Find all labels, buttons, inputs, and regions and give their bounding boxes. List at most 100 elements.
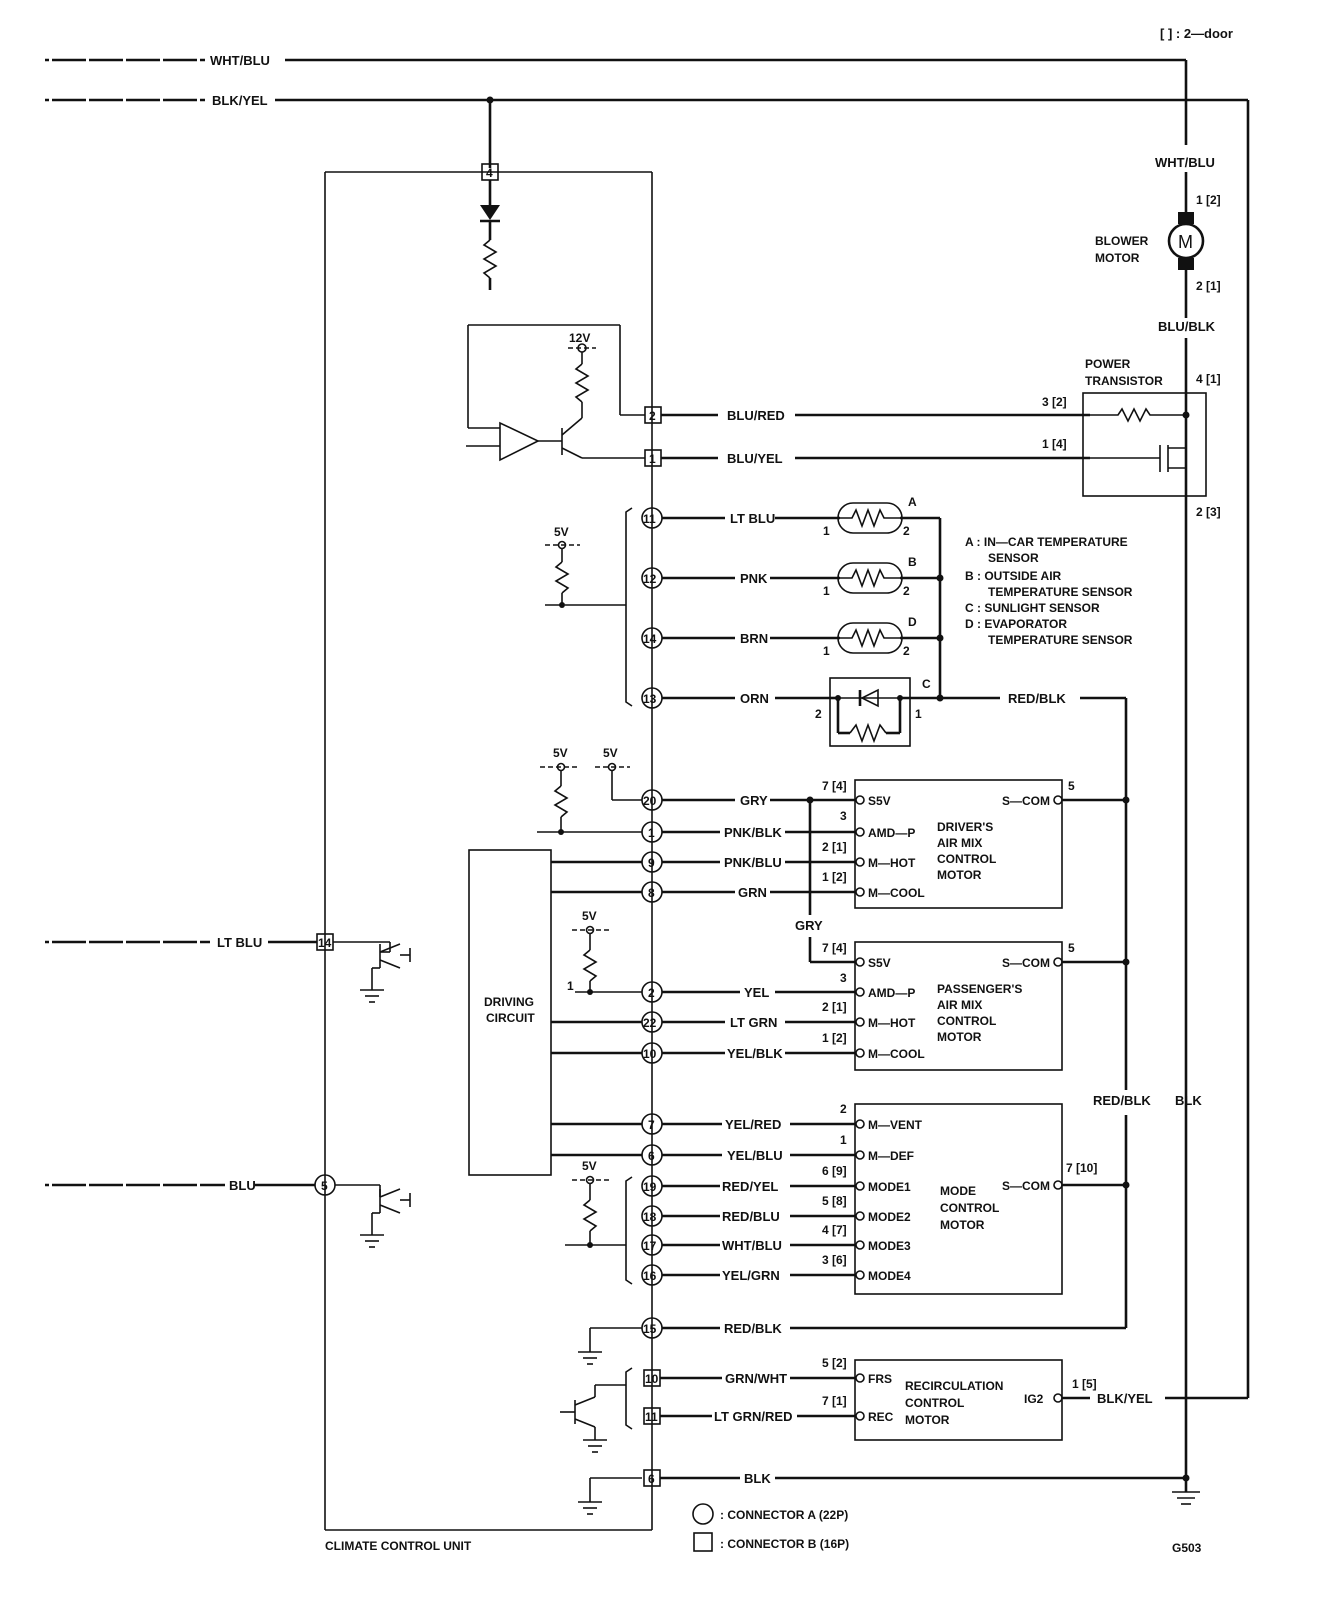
- svg-text:GRN: GRN: [738, 885, 767, 900]
- ground-g503-label: G503: [1172, 1541, 1202, 1555]
- svg-text:14: 14: [643, 632, 657, 646]
- svg-text:C : SUNLIGHT SENSOR: C : SUNLIGHT SENSOR: [965, 601, 1100, 615]
- svg-text:2 [1]: 2 [1]: [822, 1000, 847, 1014]
- svg-text:5V: 5V: [603, 746, 618, 760]
- svg-text:MODE3: MODE3: [868, 1239, 911, 1253]
- svg-text:8: 8: [648, 886, 655, 900]
- svg-text:3: 3: [840, 971, 847, 985]
- svg-text:S—COM: S—COM: [1002, 956, 1050, 970]
- climate-control-unit: CLIMATE CONTROL UNIT: [324, 171, 653, 1553]
- svg-text:7 [1]: 7 [1]: [822, 1394, 847, 1408]
- svg-text:D : EVAPORATOR: D : EVAPORATOR: [965, 617, 1067, 631]
- svg-text:1: 1: [840, 1133, 847, 1147]
- svg-text:YEL: YEL: [744, 985, 769, 1000]
- svg-text:GRY: GRY: [740, 793, 768, 808]
- svg-text:2: 2: [649, 409, 656, 423]
- svg-text:FRS: FRS: [868, 1372, 892, 1386]
- svg-text:YEL/RED: YEL/RED: [725, 1117, 781, 1132]
- svg-text:BRN: BRN: [740, 631, 768, 646]
- svg-text:M—DEF: M—DEF: [868, 1149, 914, 1163]
- climate-control-unit-label: CLIMATE CONTROL UNIT: [325, 1539, 472, 1553]
- sensor-c-sunlight: [829, 677, 911, 747]
- svg-text:C: C: [922, 677, 931, 691]
- svg-text:1 [2]: 1 [2]: [1196, 193, 1221, 207]
- svg-text:M—VENT: M—VENT: [868, 1118, 923, 1132]
- svg-text:LT GRN: LT GRN: [730, 1015, 777, 1030]
- svg-text:MODE2: MODE2: [868, 1210, 911, 1224]
- svg-text:PNK/BLK: PNK/BLK: [724, 825, 782, 840]
- svg-text:10: 10: [645, 1372, 659, 1386]
- svg-text:18: 18: [643, 1210, 657, 1224]
- svg-text:MODE1: MODE1: [868, 1180, 911, 1194]
- svg-text:10: 10: [643, 1047, 657, 1061]
- svg-text:M—HOT: M—HOT: [868, 856, 916, 870]
- svg-text:5 [8]: 5 [8]: [822, 1194, 847, 1208]
- wire-label-blu-yel: BLU/YEL: [727, 451, 783, 466]
- svg-text:19: 19: [643, 1180, 657, 1194]
- svg-text:6: 6: [648, 1472, 655, 1486]
- svg-text:ORN: ORN: [740, 691, 769, 706]
- svg-text:1 [5]: 1 [5]: [1072, 1377, 1097, 1391]
- svg-text:MOTOR: MOTOR: [940, 1218, 985, 1232]
- connector-a-icon: [692, 1503, 714, 1525]
- svg-text:B : OUTSIDE AIR: B : OUTSIDE AIR: [965, 569, 1062, 583]
- svg-text:12: 12: [643, 572, 657, 586]
- svg-text:5: 5: [1068, 779, 1075, 793]
- connector-b-icon: [693, 1532, 713, 1552]
- svg-text:11: 11: [645, 1410, 658, 1424]
- svg-text:LT GRN/RED: LT GRN/RED: [714, 1409, 792, 1424]
- svg-text:RED/BLK: RED/BLK: [724, 1321, 782, 1336]
- svg-text:1: 1: [915, 707, 922, 721]
- svg-text:5: 5: [1068, 941, 1075, 955]
- svg-text:YEL/BLK: YEL/BLK: [727, 1046, 783, 1061]
- svg-text:D: D: [908, 615, 917, 629]
- svg-text:5: 5: [321, 1179, 328, 1193]
- svg-text:DRIVER'S: DRIVER'S: [937, 820, 993, 834]
- svg-text:TEMPERATURE SENSOR: TEMPERATURE SENSOR: [988, 585, 1133, 599]
- svg-text:RED/BLK: RED/BLK: [1008, 691, 1066, 706]
- power-transistor-label-1: POWER: [1085, 357, 1131, 371]
- main-ground: 6 BLK G503: [578, 1469, 1202, 1555]
- wire-label-blk-yel-top: BLK/YEL: [212, 93, 268, 108]
- svg-text:1: 1: [823, 644, 830, 658]
- svg-text:2: 2: [903, 644, 910, 658]
- svg-text:CONTROL: CONTROL: [940, 1201, 999, 1215]
- svg-text:5V: 5V: [582, 909, 597, 923]
- blower-motor-symbol: M: [1178, 232, 1193, 252]
- svg-text:1: 1: [823, 584, 830, 598]
- svg-text:REC: REC: [868, 1410, 894, 1424]
- svg-text:BLK: BLK: [1175, 1093, 1202, 1108]
- svg-text:4 [1]: 4 [1]: [1196, 372, 1221, 386]
- svg-text:20: 20: [643, 794, 657, 808]
- svg-text:: CONNECTOR B (16P): : CONNECTOR B (16P): [720, 1537, 849, 1551]
- left-input-circuits: LT BLU 14 BLU 5: [45, 933, 411, 1248]
- svg-text:AIR MIX: AIR MIX: [937, 836, 982, 850]
- svg-text:6: 6: [648, 1149, 655, 1163]
- svg-text:1: 1: [823, 524, 830, 538]
- svg-text:AMD—P: AMD—P: [868, 826, 915, 840]
- blower-motor-label-2: MOTOR: [1095, 251, 1140, 265]
- svg-text:2: 2: [815, 707, 822, 721]
- svg-text:2: 2: [840, 1102, 847, 1116]
- blower-circuit: 12V 2 1 BLU/RED BLU/YEL POWER TRANSISTOR…: [466, 155, 1221, 1478]
- svg-text:RECIRCULATION: RECIRCULATION: [905, 1379, 1003, 1393]
- wire-label-wht-blu-blower: WHT/BLU: [1155, 155, 1215, 170]
- svg-text:BLU: BLU: [229, 1178, 256, 1193]
- svg-text:2 [1]: 2 [1]: [1196, 279, 1221, 293]
- svg-text:A: A: [908, 495, 917, 509]
- drivers-air-mix-motor: 5V 5V 20 1 9 8 GRY PNK/BLK PNK/BLU GRN G…: [537, 746, 1130, 964]
- svg-text:: CONNECTOR A (22P): : CONNECTOR A (22P): [720, 1508, 848, 1522]
- svg-text:15: 15: [643, 1322, 657, 1336]
- svg-text:YEL/BLU: YEL/BLU: [727, 1148, 783, 1163]
- svg-text:7 [10]: 7 [10]: [1066, 1161, 1097, 1175]
- svg-text:M—COOL: M—COOL: [868, 886, 925, 900]
- svg-text:3 [2]: 3 [2]: [1042, 395, 1067, 409]
- svg-text:RED/YEL: RED/YEL: [722, 1179, 778, 1194]
- svg-text:CONTROL: CONTROL: [905, 1396, 964, 1410]
- svg-text:5V: 5V: [582, 1159, 597, 1173]
- svg-text:9: 9: [648, 856, 655, 870]
- svg-text:M—COOL: M—COOL: [868, 1047, 925, 1061]
- svg-text:2 [1]: 2 [1]: [822, 840, 847, 854]
- svg-text:A : IN—CAR TEMPERATURE: A : IN—CAR TEMPERATURE: [965, 535, 1128, 549]
